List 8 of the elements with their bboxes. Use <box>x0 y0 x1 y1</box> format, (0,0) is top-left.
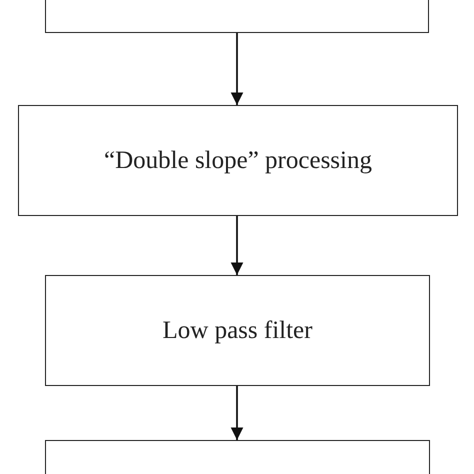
arrow <box>230 216 244 275</box>
process-box <box>18 105 458 216</box>
box-label: Low pass filter <box>162 316 314 344</box>
process-box <box>45 0 429 33</box>
process-box <box>45 275 430 386</box>
arrow <box>230 386 244 440</box>
box-label: “Double slope” processing <box>103 146 373 174</box>
arrow <box>230 33 244 105</box>
